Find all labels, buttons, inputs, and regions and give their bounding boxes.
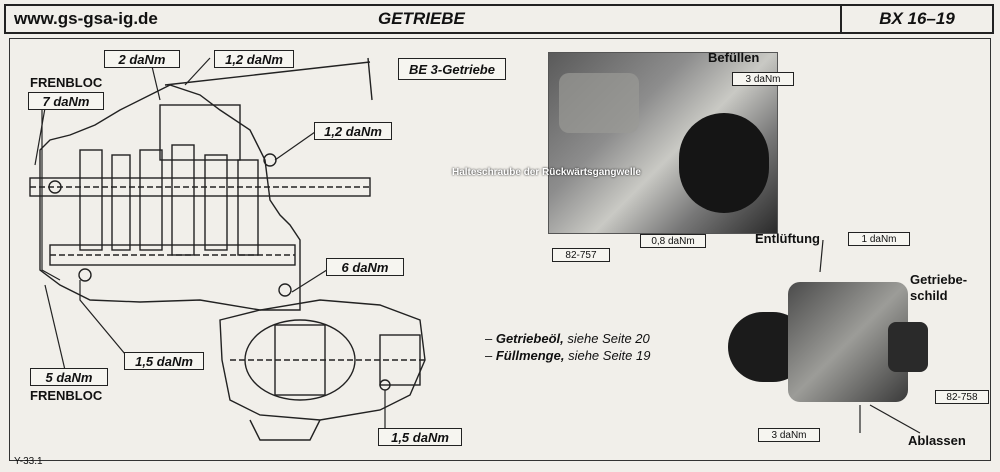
ablassen-label: Ablassen (908, 433, 966, 448)
torque-1-2-right-label: 1,2 daNm (314, 122, 392, 140)
drawing-box-label: BE 3-Getriebe (398, 58, 506, 80)
website-url: www.gs-gsa-ig.de (4, 4, 376, 34)
torque-6-label: 6 daNm (326, 258, 404, 276)
photo-gearbox-drain (728, 272, 933, 412)
photo2-plate (888, 322, 928, 372)
note-oil-bold: Getriebeöl, (495, 331, 564, 346)
getriebeschild-label-2: schild (910, 288, 948, 303)
photo1-casing (559, 73, 639, 133)
photo2-ref-label: 82-758 (935, 390, 989, 404)
note-oil-rest: siehe Seite 20 (563, 331, 650, 346)
photo1-ref-label: 82-757 (552, 248, 610, 262)
getriebeschild-label-1: Getriebe- (910, 272, 968, 287)
content-frame (9, 38, 991, 461)
note-oil: – Getriebeöl, siehe Seite 20 (485, 331, 650, 346)
entlueftung-label: Entlüftung (755, 231, 820, 246)
model-label: BX 16–19 (840, 4, 994, 34)
torque-vent-label: 1 daNm (848, 232, 910, 246)
torque-5-label: 5 daNm (30, 368, 108, 386)
torque-1-5-left-label: 1,5 daNm (124, 352, 204, 370)
torque-1-5-bottom-label: 1,5 daNm (378, 428, 462, 446)
torque-bolt-label: 0,8 daNm (640, 234, 706, 248)
torque-drain-label: 3 daNm (758, 428, 820, 442)
notes-list: – Getriebeöl, siehe Seite 20 – Füllmenge… (485, 330, 650, 364)
note-quantity-bold: Füllmenge, (495, 348, 565, 363)
torque-1-2-top-label: 1,2 daNm (214, 50, 294, 68)
note-quantity-rest: siehe Seite 19 (564, 348, 651, 363)
befuellen-label: Befüllen (708, 50, 760, 65)
figure-ref-label: Y-33.1 (14, 456, 43, 467)
photo1-cover (679, 113, 769, 213)
frenbloc-top-label: FRENBLOC (30, 75, 103, 90)
note-quantity: – Füllmenge, siehe Seite 19 (485, 348, 651, 363)
frenbloc-bottom-label: FRENBLOC (30, 388, 103, 403)
torque-7-label: 7 daNm (28, 92, 104, 110)
halteschraube-label: Halteschraube der Rückwärtsgangwelle (452, 167, 641, 178)
torque-fill-label: 3 daNm (732, 72, 794, 86)
torque-2-label: 2 daNm (104, 50, 180, 68)
